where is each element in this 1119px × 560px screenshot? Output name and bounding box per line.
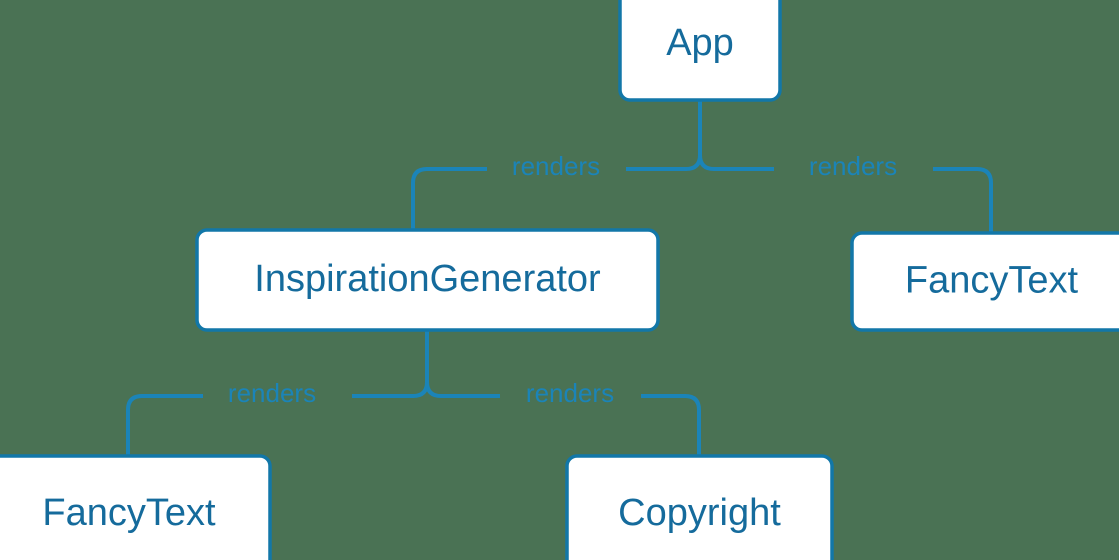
node-box-app[interactable] <box>618 0 782 102</box>
node-label-copyright: Copyright <box>618 492 781 534</box>
node-inspiration-generator[interactable]: InspirationGenerator <box>195 228 660 332</box>
node-copyright[interactable]: Copyright <box>565 454 834 560</box>
node-label-inspiration-generator: InspirationGenerator <box>254 258 601 300</box>
node-box-fancytext-right[interactable] <box>850 231 1119 332</box>
node-fancytext-bottom-left[interactable]: FancyText <box>0 454 272 560</box>
node-label-fancytext-bottom-left: FancyText <box>42 492 216 534</box>
node-fancytext-right[interactable]: FancyText <box>850 231 1119 332</box>
node-label-fancytext-right: FancyText <box>905 260 1079 302</box>
node-box-inspiration-generator[interactable] <box>195 228 660 332</box>
edge-label-inspiration-to-fancytext-bottom-left: renders <box>228 378 316 408</box>
node-box-fancytext-bottom-left[interactable] <box>0 454 272 560</box>
edge-label-app-to-inspiration-generator: renders <box>512 151 600 181</box>
edge-label-app-to-fancytext-right: renders <box>809 151 897 181</box>
edge-inspiration-to-copyright <box>425 330 701 456</box>
edges-layer <box>126 100 993 456</box>
edge-label-inspiration-to-copyright: renders <box>526 378 614 408</box>
node-box-copyright[interactable] <box>565 454 834 560</box>
node-app[interactable]: App <box>618 0 782 102</box>
edge-app-to-fancytext-right <box>698 100 993 233</box>
node-label-app: App <box>666 22 734 64</box>
edge-labels-layer: renders renders renders renders <box>228 151 897 408</box>
